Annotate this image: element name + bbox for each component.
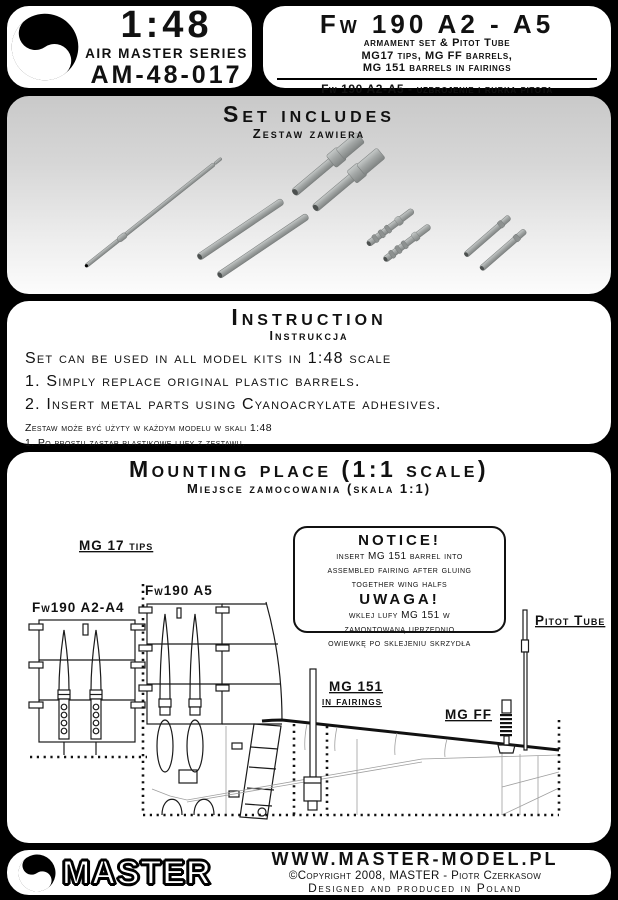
notice-line-pl: wklej lufy MG 151 w (348, 610, 451, 622)
short-plain-barrel (464, 215, 511, 257)
set-includes-panel: Set includes Zestaw zawiera (5, 94, 613, 296)
instruction-subtitle: Instrukcja (269, 329, 349, 343)
set-includes-subtitle: Zestaw zawiera (252, 126, 366, 141)
brand-panel: 1:48 AIR MASTER SERIES AM-48-017 (5, 4, 254, 90)
kit-title-polish: Fw 190 A2-A5 - uzbrojenie i rurka pitota (321, 81, 553, 96)
wing-drawing: MG 151 in fairings MG FF Pitot Tube (143, 609, 605, 817)
instruction-line-en: Set can be used in all model kits in 1:4… (25, 349, 392, 367)
instruction-line-pl: Zestaw może być użyty w każdym modelu w … (25, 422, 272, 435)
produced-line: Designed and produced in Poland (308, 880, 522, 895)
parts-photo (84, 132, 527, 279)
mg17-tip-barrel (197, 198, 284, 260)
master-logotype: MASTER (61, 853, 212, 892)
mounting-subtitle: Miejsce zamocowania (skala 1:1) (186, 481, 432, 496)
scale-label: 1:48 (120, 4, 213, 47)
divider (277, 77, 597, 80)
kit-subtitle-2: MG17 tips, MG FF barrels, (361, 49, 513, 62)
fw190-a5-label: Fw190 A5 (145, 583, 213, 598)
short-plain-barrel (479, 229, 527, 271)
notice-line-en: assembled fairing after gluing (327, 564, 472, 576)
master-swirl-icon (18, 854, 56, 891)
fw190-a2-a4-drawing: Fw190 A2-A4 (28, 600, 147, 759)
mg151-sub-label: in fairings (322, 696, 382, 708)
mg151-fairing-barrel (291, 132, 365, 196)
notice-title-en: NOTICE! (358, 532, 441, 549)
footer-panel: MASTER WWW.MASTER-MODEL.PL ©Copyright 20… (5, 848, 613, 897)
mounting-title: Mounting place (1:1 scale) (128, 456, 490, 482)
kit-title: Fw 190 A2 - A5 (319, 9, 555, 39)
notice-line-en: insert MG 151 barrel into (336, 551, 463, 562)
pitot-tube-label: Pitot Tube (535, 613, 605, 628)
mounting-place-panel: Fw190 A2-A4 (5, 450, 613, 845)
instruction-panel: Instruction Instrukcja Set can be used i… (5, 299, 613, 463)
mg17-tip-barrel (217, 213, 309, 279)
mgff-label: MG FF (445, 707, 492, 722)
copyright-line: ©Copyright 2008, MASTER - Piotr Czerkaso… (288, 869, 542, 882)
product-code: AM-48-017 (90, 60, 243, 89)
mg17-tips-label: MG 17 tips (79, 538, 153, 553)
instruction-line-en: 2. Insert metal parts using Cyanoacrylat… (25, 395, 442, 413)
mgff-ribbed-barrel (366, 208, 415, 247)
fw190-a5-drawing: Fw190 A5 (138, 583, 283, 820)
notice-line-pl: owiewkę po sklejeniu skrzydła (328, 637, 471, 649)
set-includes-title: Set includes (223, 101, 395, 127)
master-swirl-icon (11, 13, 79, 81)
notice-title-pl: UWAGA! (359, 591, 440, 609)
notice-line-en: together wing halfs (351, 578, 448, 590)
instruction-title: Instruction (231, 304, 387, 330)
fw190-a2-a4-label: Fw190 A2-A4 (32, 600, 125, 615)
title-panel: Fw 190 A2 - A5 armament set & Pitot Tube… (261, 4, 613, 96)
mgff-ribbed-barrel (383, 224, 431, 262)
kit-subtitle-1: armament set & Pitot Tube (363, 37, 511, 49)
notice-line-pl: zamontowaną uprzednio (344, 624, 455, 636)
series-label: AIR MASTER SERIES (85, 46, 248, 62)
pitot-tube (84, 157, 222, 268)
instruction-line-en: 1. Simply replace original plastic barre… (25, 372, 361, 390)
mounting-diagram: Fw190 A2-A4 (28, 538, 605, 820)
website-url: WWW.MASTER-MODEL.PL (271, 849, 559, 870)
mg151-label: MG 151 (329, 679, 383, 694)
instruction-line-pl: 1. Po prostu zastąp plastikowe lufy z ze… (25, 436, 246, 449)
kit-subtitle-3: MG 151 barrels in fairings (362, 62, 512, 75)
mg151-fairing-barrel (312, 148, 385, 212)
notice-box: NOTICE! insert MG 151 barrel into assemb… (293, 526, 506, 649)
